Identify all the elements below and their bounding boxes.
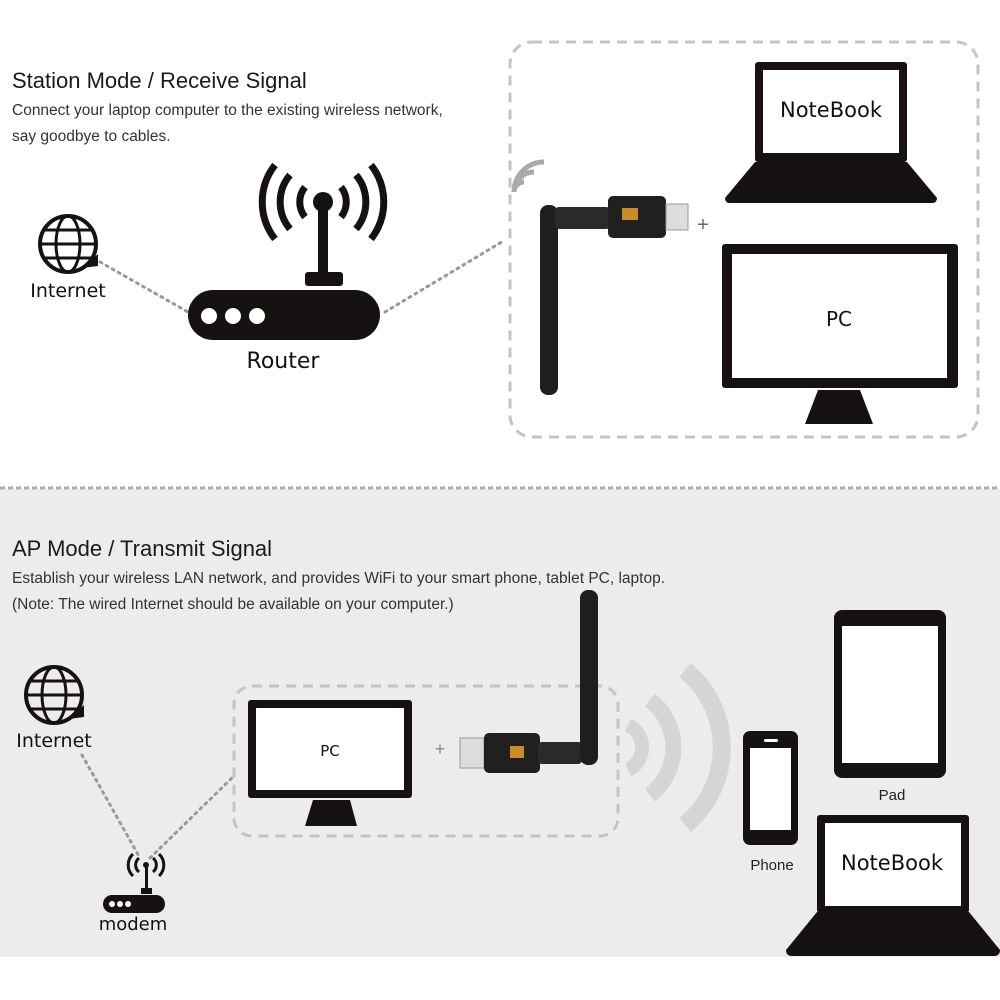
notebook-label: NoteBook — [780, 98, 883, 122]
wifi-broadcast-icon — [624, 663, 731, 832]
modem-label: modem — [99, 914, 168, 935]
dotted-connection-line — [98, 260, 190, 314]
adapter-devices-dashed-box — [508, 40, 980, 439]
dotted-connection-line — [80, 753, 237, 860]
usb-wifi-adapter-icon — [459, 590, 598, 773]
plus-sign: + — [435, 739, 446, 759]
pc-label: PC — [826, 307, 852, 331]
tablet-icon — [834, 610, 946, 778]
notebook-label: NoteBook — [841, 851, 944, 875]
station-mode-desc-line2: say goodbye to cables. — [12, 128, 171, 145]
wifi-signal-icon — [511, 159, 545, 193]
internet-label: Internet — [30, 280, 105, 302]
notebook-icon — [786, 815, 1000, 956]
modem-icon — [103, 852, 166, 913]
pad-label: Pad — [879, 787, 906, 804]
pc-monitor-icon — [248, 700, 412, 826]
router-icon — [188, 162, 388, 340]
dotted-connection-line — [383, 238, 507, 314]
ap-mode-section: AP Mode / Transmit Signal Establish your… — [12, 536, 1000, 956]
globe-icon — [38, 214, 100, 274]
phone-label: Phone — [750, 857, 793, 874]
pc-adapter-dashed-box — [232, 684, 620, 838]
pc-monitor-icon — [722, 244, 958, 424]
internet-label: Internet — [16, 730, 91, 752]
ap-mode-desc-line2: (Note: The wired Internet should be avai… — [12, 596, 454, 613]
router-label: Router — [247, 349, 321, 374]
pc-label: PC — [320, 742, 340, 760]
ap-mode-title: AP Mode / Transmit Signal — [12, 536, 272, 561]
station-mode-title: Station Mode / Receive Signal — [12, 68, 307, 93]
phone-icon — [743, 731, 798, 845]
station-mode-desc-line1: Connect your laptop computer to the exis… — [12, 102, 443, 119]
usb-wifi-adapter-icon — [540, 196, 689, 395]
notebook-icon — [725, 62, 937, 203]
station-mode-section: Station Mode / Receive Signal Connect yo… — [12, 40, 980, 439]
ap-mode-desc-line1: Establish your wireless LAN network, and… — [12, 570, 665, 587]
plus-sign: + — [697, 214, 709, 236]
